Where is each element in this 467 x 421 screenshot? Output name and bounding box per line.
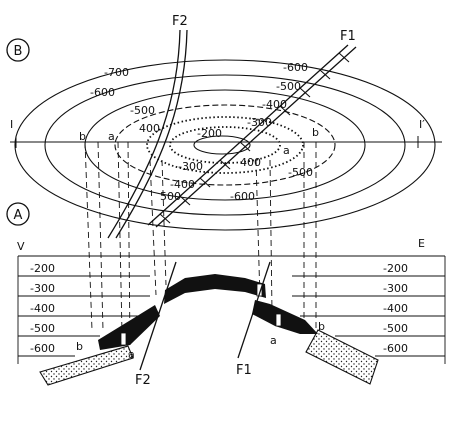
section-fault-f2 (139, 261, 177, 371)
contour-label-600-lower: -600 (230, 190, 255, 203)
contour-400-dashed (114, 104, 336, 186)
section-start-label: I (10, 118, 13, 131)
contour-label-400-lower: 400 (240, 156, 261, 169)
fault-f1-label: F1 (340, 29, 356, 44)
marker-bed-crest (164, 274, 266, 304)
depth-left-200: -200 (30, 262, 55, 275)
contour-label-300-center: -300 (178, 160, 203, 173)
depth-left-600: -600 (30, 342, 55, 355)
depth-grid (17, 255, 446, 364)
contour-label-600-left: -600 (90, 86, 115, 99)
panel-a-label: A (14, 208, 23, 223)
contour-500 (84, 89, 366, 201)
section-end-label: I′ (419, 118, 425, 131)
contour-label-600-right: -600 (283, 61, 308, 74)
fault-f1-trace-b (155, 46, 357, 228)
depth-right-200: -200 (383, 262, 408, 275)
fault-f1-ticks (159, 52, 350, 224)
contour-label-700: -700 (104, 66, 129, 79)
contour-600 (44, 74, 406, 216)
section-point-b-left: b (76, 340, 83, 353)
sandstone-layer-left (39, 345, 134, 386)
depth-right-600: -600 (383, 342, 408, 355)
contour-200-core (193, 135, 251, 155)
sandstone-layer-right (305, 329, 379, 385)
contour-300-dotted (146, 116, 304, 174)
panel-b-circle (6, 38, 30, 62)
fault-f2-trace-a (107, 29, 181, 239)
contour-label-500-lower: 500 (160, 190, 181, 203)
contour-label-400-center: -400 (170, 178, 195, 191)
marker-bed-right (252, 300, 318, 334)
section-fault-f1 (237, 261, 271, 359)
well-mark-crest (256, 283, 263, 297)
section-point-a-right: a (270, 334, 277, 347)
fault-f2-trace-b (115, 29, 188, 239)
section-point-b-right: b (318, 320, 325, 333)
panel-a-circle (6, 202, 30, 226)
section-fault-f1-label: F1 (236, 363, 252, 378)
contour-label-400-right: -400 (262, 98, 287, 111)
contour-label-500-left: -500 (130, 104, 155, 117)
map-point-b-right: b (312, 126, 319, 139)
contour-label-200: -200 (197, 127, 222, 140)
cross-section: A V E -200 -300 -400 -500 -600 -200 -300 (6, 202, 446, 388)
contour-label-300-right: -300 (247, 116, 272, 129)
section-right-end-label: E (418, 237, 425, 250)
section-left-end-label: V (17, 240, 25, 253)
map-point-b-left: b (79, 130, 86, 143)
depth-left-300: -300 (30, 282, 55, 295)
well-mark-right (275, 313, 282, 327)
well-mark-left (120, 332, 127, 346)
contour-label-500-right: -500 (276, 80, 301, 93)
projection-lines (84, 141, 317, 346)
contour-label-400-left: 400 (139, 122, 160, 135)
map-point-a-right: a (283, 144, 290, 157)
section-point-a-left: a (128, 348, 135, 361)
depth-right-300: -300 (383, 282, 408, 295)
fault-f2-label: F2 (172, 14, 188, 29)
depth-left-500: -500 (30, 322, 55, 335)
contour-label-500-lowright: -500 (288, 166, 313, 179)
fault-f1-trace-a (147, 44, 349, 226)
panel-b-label: B (14, 44, 23, 59)
section-fault-f2-label: F2 (135, 373, 151, 388)
contour-200-dotted (169, 126, 281, 164)
depth-right-400: -400 (383, 302, 408, 315)
depth-left-400: -400 (30, 302, 55, 315)
contour-map: B I I′ F2 F1 (6, 14, 442, 239)
map-point-a-left: a (108, 130, 115, 143)
marker-bed-left (98, 305, 160, 350)
depth-right-500: -500 (383, 322, 408, 335)
contour-700 (14, 59, 436, 231)
